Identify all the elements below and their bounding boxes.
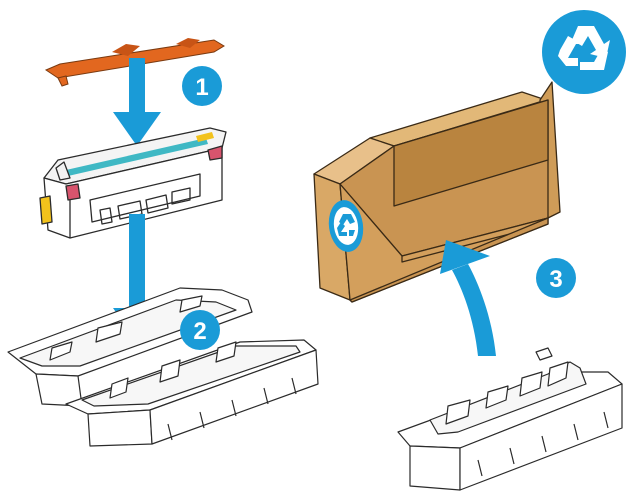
shipping-box [314,82,560,302]
packaging-tray-open [8,288,318,446]
step-3-badge: 3 [536,258,576,298]
step-1-number: 1 [195,74,208,101]
arrow-curved-up-icon [440,240,496,356]
packaging-tray-closed [398,348,622,490]
step-1-badge: 1 [182,66,222,106]
step-2-number: 2 [193,318,206,345]
arrow-down-icon [113,58,161,146]
recycle-icon [542,10,626,94]
step-2-badge: 2 [180,310,220,350]
step-3-number: 3 [549,266,562,293]
